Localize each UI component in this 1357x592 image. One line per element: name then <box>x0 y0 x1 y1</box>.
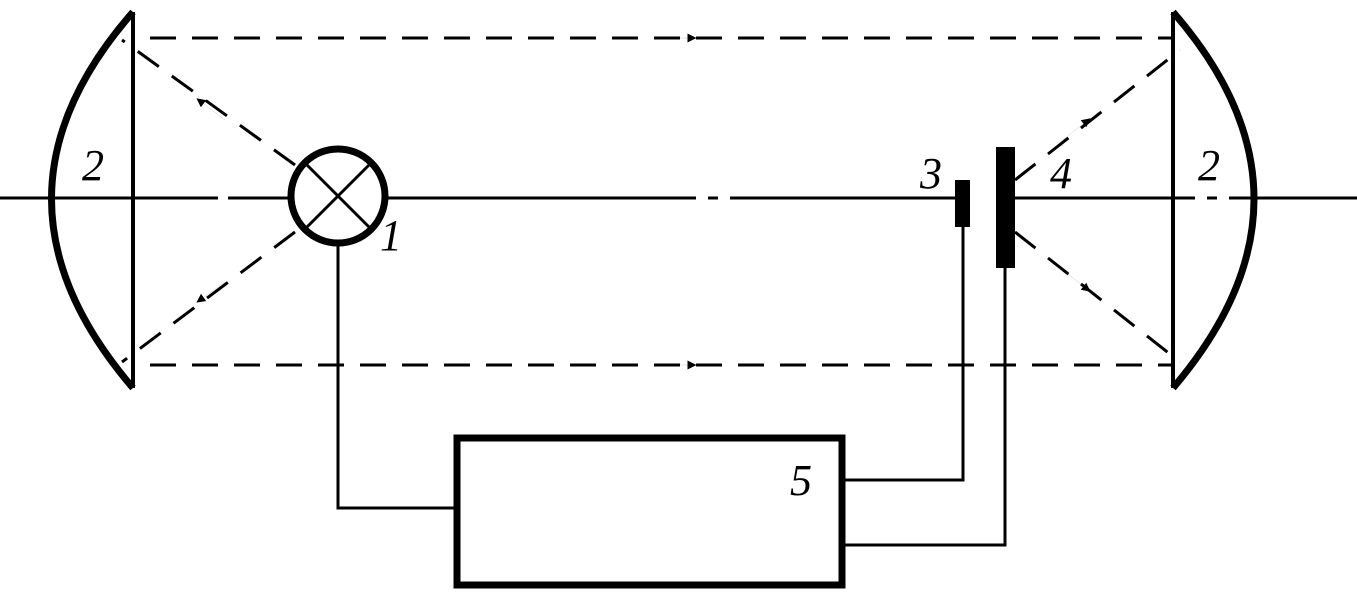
lamp-icon <box>287 145 389 247</box>
arrow-icon <box>1059 267 1091 292</box>
arrow-icon <box>196 281 226 303</box>
beam-plate-to-mirror-bottom <box>1014 230 1181 364</box>
electronic-unit-box <box>453 434 846 589</box>
detector-element <box>955 180 970 227</box>
label-plate: 4 <box>1050 149 1072 198</box>
arrow-icon <box>1059 118 1091 143</box>
label-lamp: 1 <box>380 211 402 260</box>
wiring <box>336 227 1007 547</box>
plate-element <box>996 147 1015 268</box>
wire-plate-to-unit <box>842 268 1007 547</box>
mirror-left <box>48 9 136 391</box>
label-detector: 3 <box>919 149 942 198</box>
beam-arrows <box>196 33 1091 370</box>
beam-lamp-to-mirror-bottom <box>121 230 296 364</box>
label-mirror-left: 2 <box>82 141 104 190</box>
beam-plate-to-mirror-top <box>1014 48 1181 182</box>
wire-lamp-to-unit <box>336 243 457 510</box>
label-unit: 5 <box>790 456 812 505</box>
mirror-right <box>1170 9 1258 391</box>
label-mirror-right: 2 <box>1198 141 1220 190</box>
wire-detector-to-unit <box>842 227 965 482</box>
beam-lamp-to-mirror-top <box>121 38 296 167</box>
arrow-icon <box>196 98 226 121</box>
light-beams <box>121 36 1181 367</box>
